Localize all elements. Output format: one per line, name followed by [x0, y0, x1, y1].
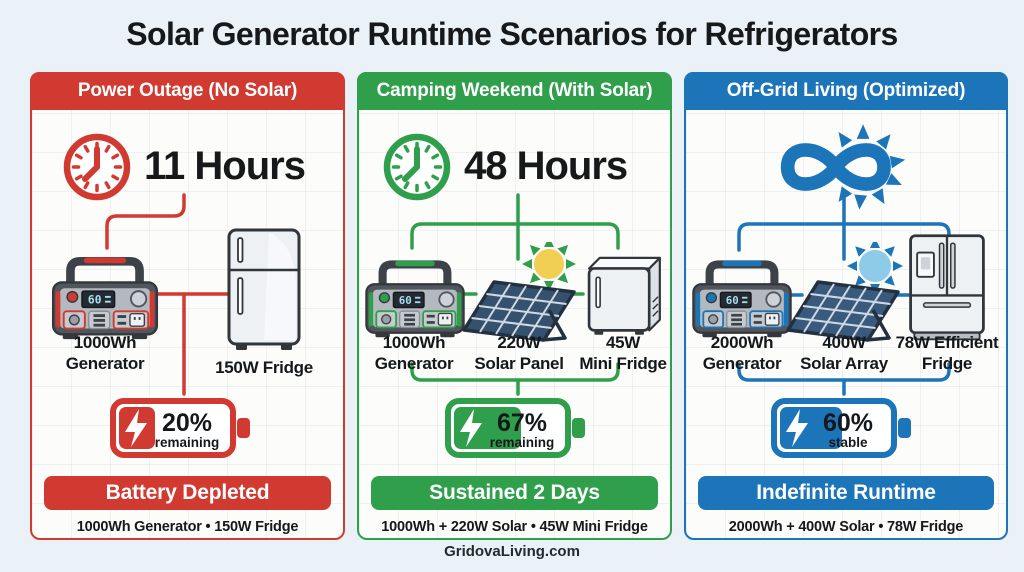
connector-lines — [105, 193, 230, 396]
website-footer: GridovaLiving.com — [444, 543, 580, 560]
svg-text:remaining: remaining — [490, 435, 555, 450]
svg-text:67%: 67% — [497, 409, 547, 437]
mini-fridge-icon — [587, 256, 661, 335]
panel-off-grid-living-header: Off-Grid Living (Optimized) — [684, 72, 1008, 110]
battery-gauge: 60% stable — [771, 398, 911, 458]
runtime-value: 48 Hours — [464, 144, 628, 188]
svg-text:60: 60 — [399, 294, 412, 307]
config-summary: 1000Wh Generator • 150W Fridge — [76, 519, 299, 535]
fridge-label: 150W Fridge — [215, 358, 313, 377]
svg-text:60%: 60% — [823, 409, 873, 437]
clock-icon — [63, 133, 131, 201]
solar-array-icon — [786, 242, 903, 342]
config-summary: 1000Wh + 220W Solar • 45W Mini Fridge — [381, 519, 648, 535]
config-summary: 2000Wh + 400W Solar • 78W Fridge — [728, 519, 964, 535]
lightning-bolt-icon — [786, 409, 808, 447]
panel-camping-weekend: Camping Weekend (With Solar) 48 Hours 60 — [357, 72, 672, 540]
power-station-icon: 60 — [365, 260, 465, 338]
result-banner: Battery Depleted — [44, 476, 331, 510]
fridge-icon — [227, 228, 301, 350]
french-door-fridge-icon — [909, 234, 985, 341]
panel-camping-weekend-header: Camping Weekend (With Solar) — [357, 72, 672, 110]
panel-power-outage-header: Power Outage (No Solar) — [30, 72, 345, 110]
power-station-icon: 60 — [51, 257, 159, 340]
infinity-sun-icon — [780, 124, 906, 210]
svg-text:remaining: remaining — [155, 435, 220, 450]
panel-power-outage: Power Outage (No Solar) 11 Hours 60 — [30, 72, 345, 540]
lightning-bolt-icon — [125, 409, 147, 447]
svg-text:20%: 20% — [162, 409, 212, 437]
result-banner: Sustained 2 Days — [371, 476, 658, 510]
panel-off-grid-living: Off-Grid Living (Optimized) 60 — [684, 72, 1008, 540]
sun-icon — [522, 242, 576, 291]
battery-gauge: 20% remaining — [110, 398, 250, 458]
solar-panel-icon — [462, 242, 576, 342]
runtime-value: 11 Hours — [144, 144, 306, 188]
page-title: Solar Generator Runtime Scenarios for Re… — [126, 16, 898, 52]
result-banner: Indefinite Runtime — [698, 476, 994, 510]
clock-icon — [383, 133, 451, 201]
svg-text:60: 60 — [726, 294, 739, 307]
lightning-bolt-icon — [460, 409, 482, 447]
svg-text:60: 60 — [88, 293, 102, 307]
svg-text:stable: stable — [828, 435, 868, 450]
power-station-icon: 60 — [692, 260, 792, 338]
battery-gauge: 67% remaining — [445, 398, 585, 458]
